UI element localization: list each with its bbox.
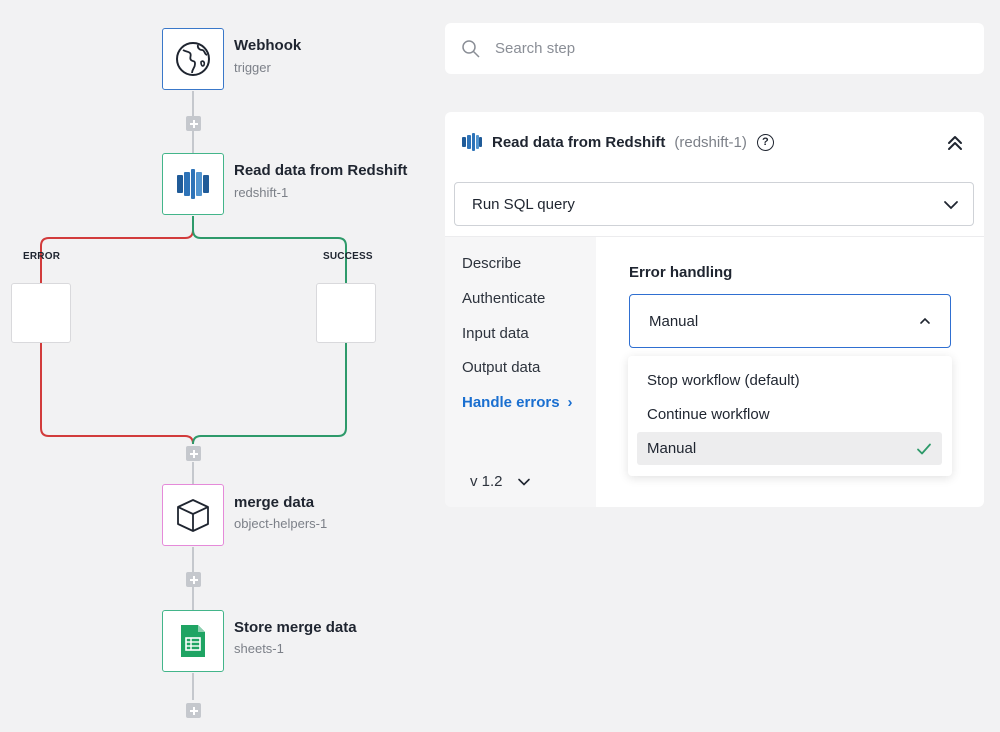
add-step-button[interactable] <box>186 446 201 461</box>
node-title: Webhook <box>234 37 302 54</box>
globe-icon <box>176 42 210 76</box>
redshift-icon <box>462 133 482 151</box>
nav-item-authenticate[interactable]: Authenticate <box>462 290 546 307</box>
nav-item-label: Handle errors <box>462 394 560 411</box>
chevron-right-icon: › <box>567 394 573 411</box>
error-handling-select[interactable]: Manual <box>629 294 951 348</box>
redshift-node[interactable] <box>162 153 224 215</box>
store-merge-data-node[interactable] <box>162 610 224 672</box>
step-section-nav: Describe Authenticate Input data Output … <box>445 237 596 507</box>
check-icon <box>917 443 931 455</box>
panel-ref: (redshift-1) <box>674 133 747 151</box>
workflow-canvas: Webhook trigger Read data from Redshift … <box>0 0 430 732</box>
node-subtitle: redshift-1 <box>234 185 289 200</box>
add-step-button[interactable] <box>186 572 201 587</box>
success-branch-placeholder[interactable] <box>316 283 376 343</box>
operation-value: Run SQL query <box>472 195 575 213</box>
error-handling-label: Error handling <box>629 264 733 281</box>
help-icon[interactable]: ? <box>756 133 774 151</box>
error-branch-label: ERROR <box>23 251 61 262</box>
node-title: merge data <box>234 494 315 511</box>
error-handling-dropdown: Stop workflow (default) Continue workflo… <box>628 356 952 476</box>
search-icon <box>462 39 480 58</box>
success-branch-label: SUCCESS <box>323 251 373 262</box>
nav-item-input-data[interactable]: Input data <box>462 325 529 342</box>
option-label: Manual <box>647 440 697 457</box>
node-subtitle: trigger <box>234 60 271 75</box>
nav-item-output-data[interactable]: Output data <box>462 359 541 376</box>
cube-icon <box>177 499 209 532</box>
option-continue-workflow[interactable]: Continue workflow <box>647 406 770 423</box>
chevron-down-icon <box>517 478 530 486</box>
node-subtitle: sheets-1 <box>234 641 284 656</box>
nav-item-describe[interactable]: Describe <box>462 255 522 272</box>
error-branch-placeholder[interactable] <box>11 283 71 343</box>
chevron-down-icon <box>944 201 958 210</box>
add-step-button[interactable] <box>186 703 201 718</box>
option-manual[interactable]: Manual <box>637 432 942 465</box>
webhook-node[interactable] <box>162 28 224 90</box>
panel-title: Read data from Redshift <box>492 133 666 151</box>
search-step-input[interactable] <box>495 40 955 57</box>
add-step-button[interactable] <box>186 116 201 131</box>
sheets-icon <box>181 625 205 657</box>
node-title: Read data from Redshift <box>234 162 408 179</box>
collapse-icon[interactable] <box>946 134 964 152</box>
version-select[interactable]: v 1.2 <box>470 473 531 490</box>
node-title: Store merge data <box>234 619 357 636</box>
node-subtitle: object-helpers-1 <box>234 516 328 531</box>
search-step-bar <box>445 23 984 74</box>
redshift-icon <box>177 169 209 199</box>
merge-data-node[interactable] <box>162 484 224 546</box>
error-handling-value: Manual <box>649 312 699 330</box>
nav-item-handle-errors[interactable]: Handle errors › <box>462 394 573 411</box>
option-stop-workflow[interactable]: Stop workflow (default) <box>647 372 800 389</box>
operation-select[interactable]: Run SQL query <box>454 182 974 226</box>
version-value: v 1.2 <box>470 473 503 490</box>
chevron-up-icon <box>920 317 930 324</box>
panel-header: Read data from Redshift (redshift-1) ? <box>445 112 984 172</box>
